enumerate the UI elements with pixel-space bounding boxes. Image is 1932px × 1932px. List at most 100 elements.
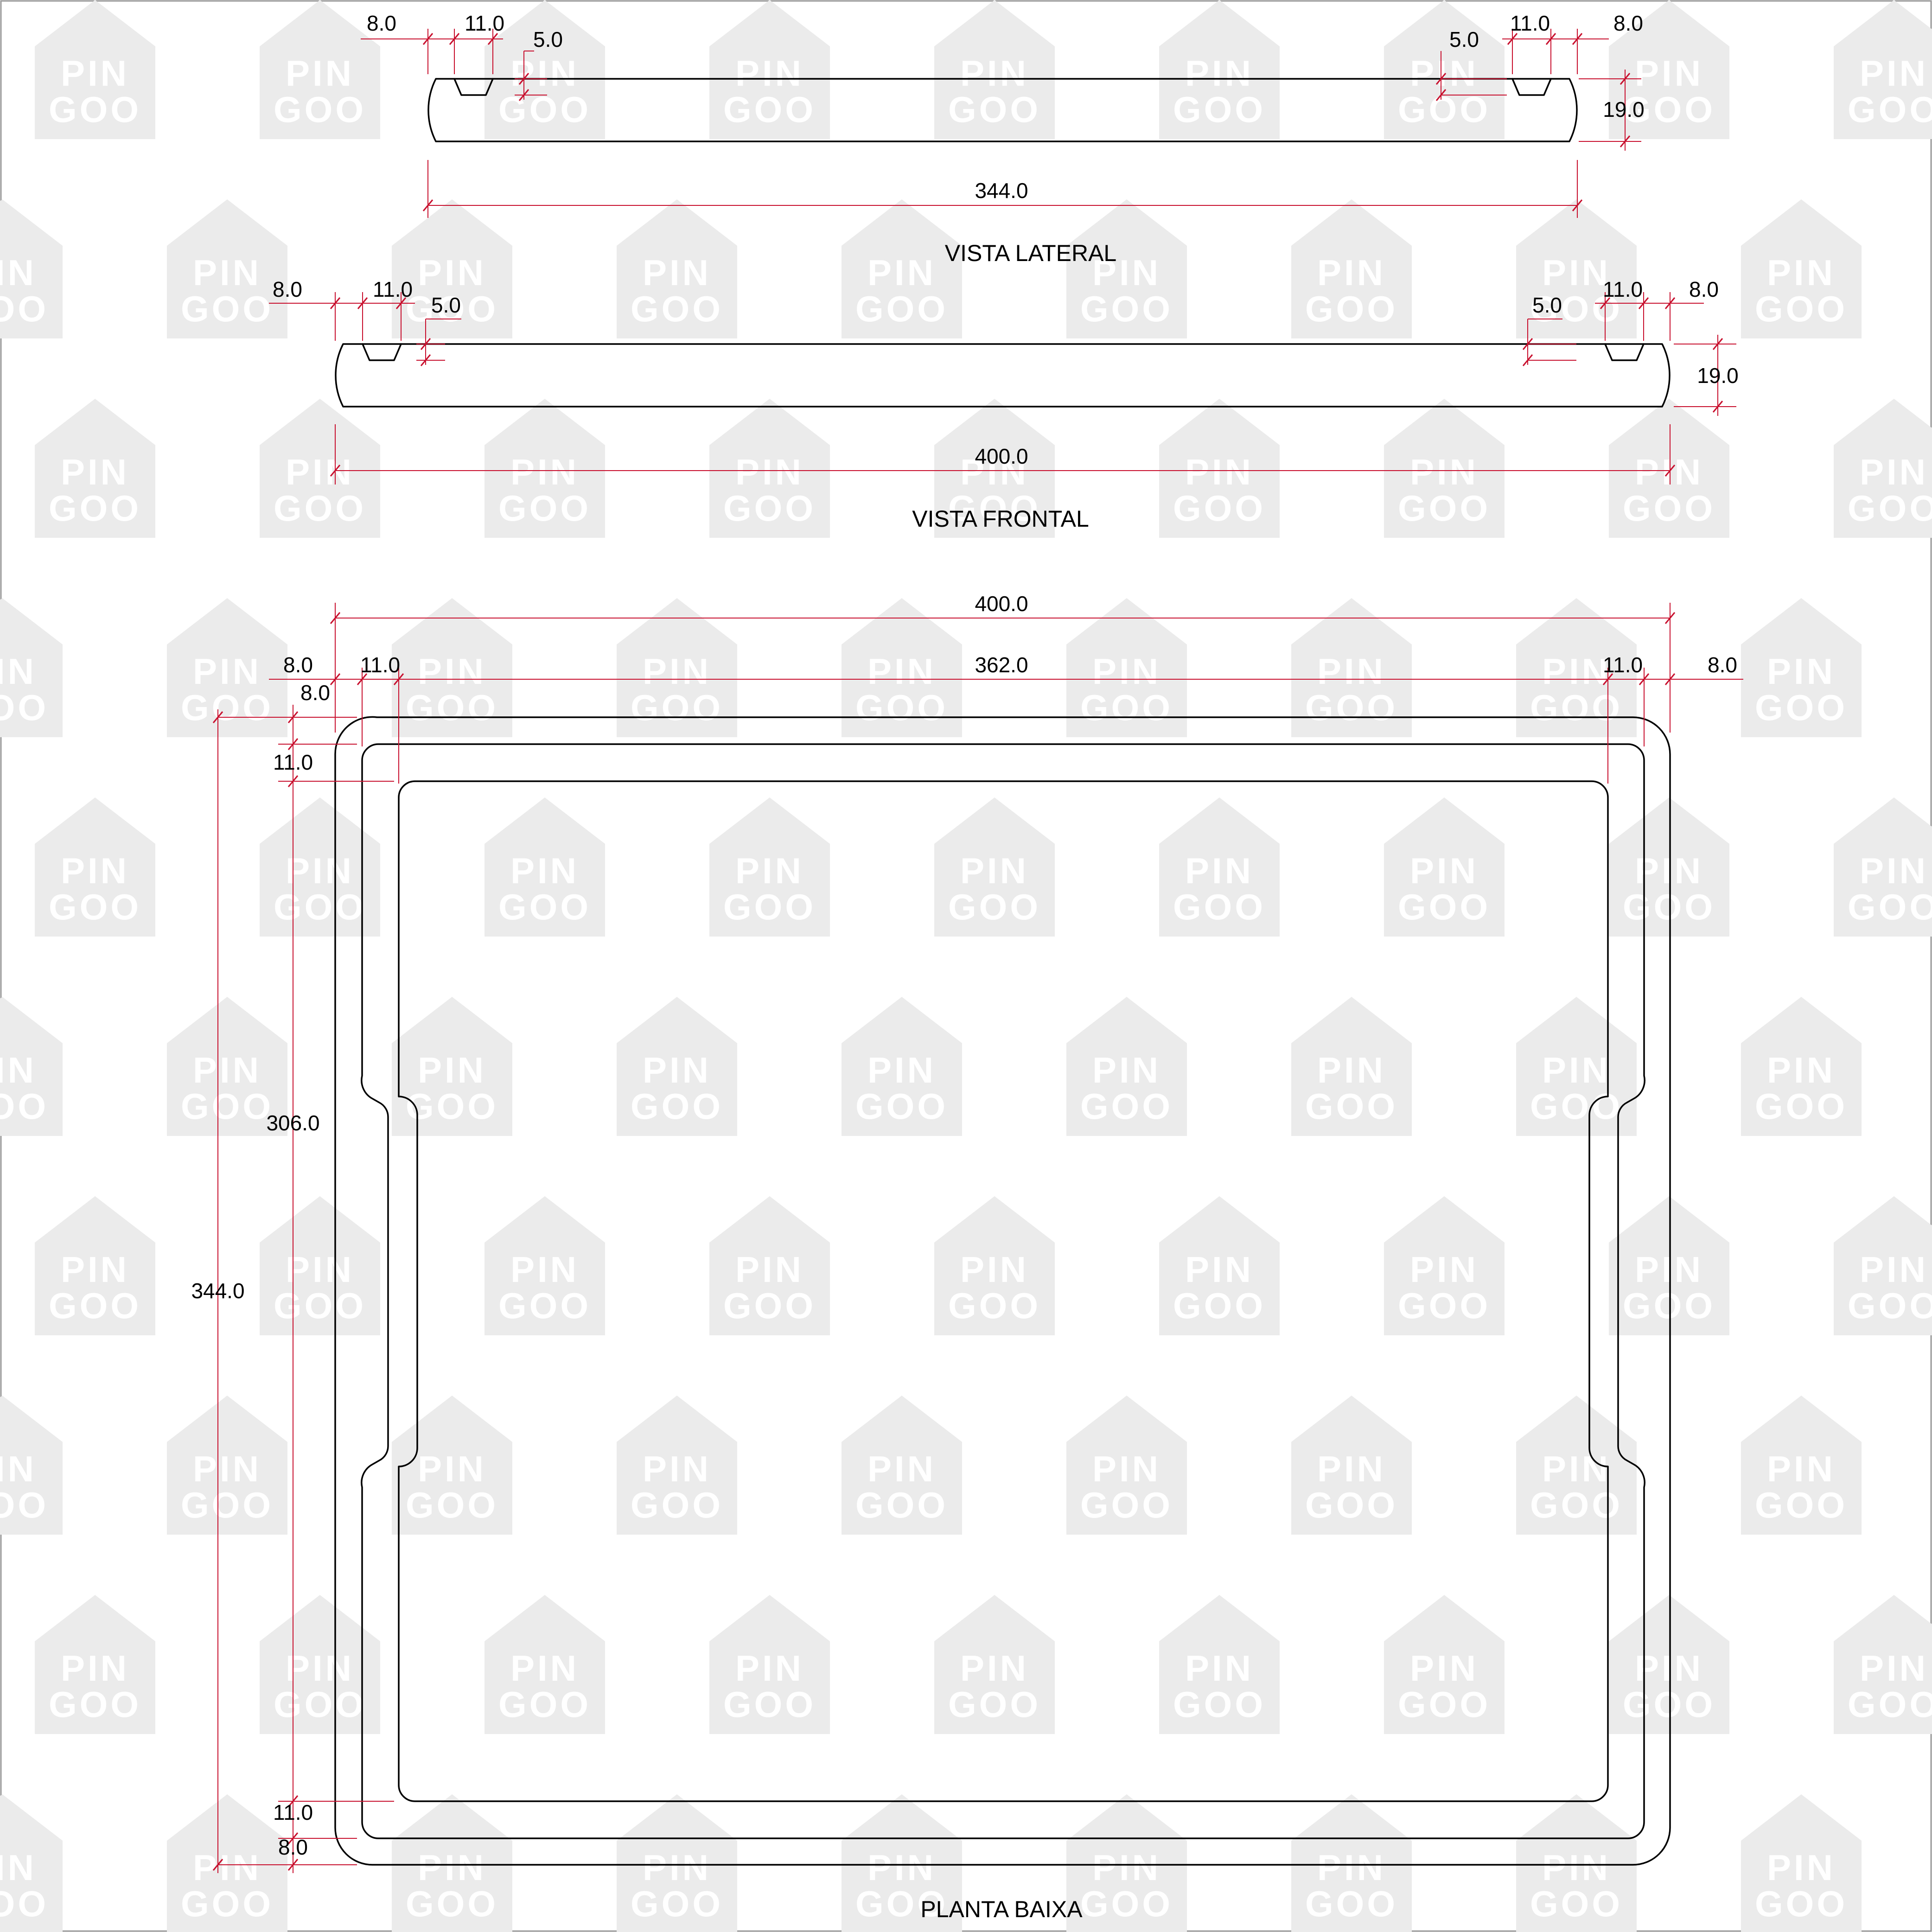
plan-dimensions <box>212 603 1743 1873</box>
watermark-text-line1: PIN <box>867 1448 936 1489</box>
lateral-profile <box>427 78 1578 142</box>
watermark-text-line2: GOO <box>49 886 141 927</box>
watermark-text-line2: GOO <box>0 1086 49 1127</box>
plan-dim-total-height: 344.0 <box>191 1279 244 1303</box>
watermark-text-line2: GOO <box>1848 488 1932 529</box>
watermark-text-line2: GOO <box>0 1883 49 1924</box>
watermark-text-line1: PIN <box>286 452 354 492</box>
watermark-text-line1: PIN <box>418 651 486 692</box>
watermark-text-line2: GOO <box>49 89 141 130</box>
watermark-text-line2: GOO <box>948 488 1041 529</box>
watermark-text-line2: GOO <box>723 89 816 130</box>
watermark-text-line1: PIN <box>867 651 936 692</box>
watermark-text-line1: PIN <box>0 1448 37 1489</box>
watermark-text-line2: GOO <box>723 886 816 927</box>
plan-view-title: PLANTA BAIXA <box>920 1896 1083 1922</box>
watermark-text-line1: PIN <box>735 1249 804 1290</box>
watermark-text-line2: GOO <box>948 1684 1041 1725</box>
watermark-text-line2: GOO <box>855 1485 948 1525</box>
watermark-text-line1: PIN <box>960 53 1029 94</box>
watermark-text-line1: PIN <box>1092 1050 1161 1090</box>
watermark-text-line2: GOO <box>948 89 1041 130</box>
watermark-text-line1: PIN <box>286 53 354 94</box>
watermark-text-line1: PIN <box>1317 1448 1386 1489</box>
watermark-text-line1: PIN <box>286 850 354 891</box>
watermark-text-line2: GOO <box>1398 1285 1491 1326</box>
frontal-groove-left <box>362 343 402 361</box>
watermark-text-line2: GOO <box>1755 1883 1848 1924</box>
lateral-dim-left-groove: 11.0 <box>465 11 504 35</box>
watermark-text-line2: GOO <box>1305 1883 1398 1924</box>
watermark-text-line1: PIN <box>193 1847 261 1888</box>
watermark-text-line2: GOO <box>49 488 141 529</box>
frontal-view-title: VISTA FRONTAL <box>912 506 1089 532</box>
lateral-dim-right-groove: 11.0 <box>1510 11 1550 35</box>
frontal-dimensions <box>269 292 1736 485</box>
watermark-text-line2: GOO <box>631 1485 723 1525</box>
watermark-text-line1: PIN <box>1542 1448 1611 1489</box>
watermark-text-line2: GOO <box>406 1086 498 1127</box>
plan-rim-outline <box>361 743 1645 1839</box>
watermark-text-line1: PIN <box>735 850 804 891</box>
plan-dim-inner-width: 362.0 <box>975 653 1028 677</box>
watermark-text-line1: PIN <box>1092 252 1161 293</box>
watermark-text-line2: GOO <box>274 1285 366 1326</box>
lateral-dim-length: 344.0 <box>975 179 1028 203</box>
watermark-text-line1: PIN <box>1767 1847 1836 1888</box>
watermark-text-line1: PIN <box>1410 452 1479 492</box>
watermark-text-line1: PIN <box>960 452 1029 492</box>
watermark-text-line1: PIN <box>867 1050 936 1090</box>
watermark-text-line2: GOO <box>498 1684 591 1725</box>
watermark-text-line1: PIN <box>1185 1648 1254 1689</box>
watermark-text-line1: PIN <box>1635 1648 1703 1689</box>
watermark-text-line1: PIN <box>1317 252 1386 293</box>
plan-dim-top-edge: 8.0 <box>300 681 330 705</box>
watermark-text-line2: GOO <box>1530 1485 1623 1525</box>
watermark-text-line2: GOO <box>498 89 591 130</box>
plan-dim-bottom-edge: 8.0 <box>278 1835 308 1859</box>
watermark-text-line1: PIN <box>1317 651 1386 692</box>
watermark-text-line1: PIN <box>1860 850 1928 891</box>
watermark-text-line1: PIN <box>643 1448 711 1489</box>
watermark-text-line1: PIN <box>1092 1448 1161 1489</box>
watermark-text-line2: GOO <box>181 687 274 728</box>
watermark-text-line2: GOO <box>1848 1285 1932 1326</box>
lateral-dim-right-depth: 5.0 <box>1449 27 1479 51</box>
watermark-text-line2: GOO <box>1080 288 1173 329</box>
watermark-text-line2: GOO <box>406 1485 498 1525</box>
watermark-text-line1: PIN <box>960 850 1029 891</box>
watermark-text-line2: GOO <box>1623 488 1715 529</box>
watermark-text-line2: GOO <box>1173 89 1266 130</box>
watermark-text-line2: GOO <box>631 288 723 329</box>
